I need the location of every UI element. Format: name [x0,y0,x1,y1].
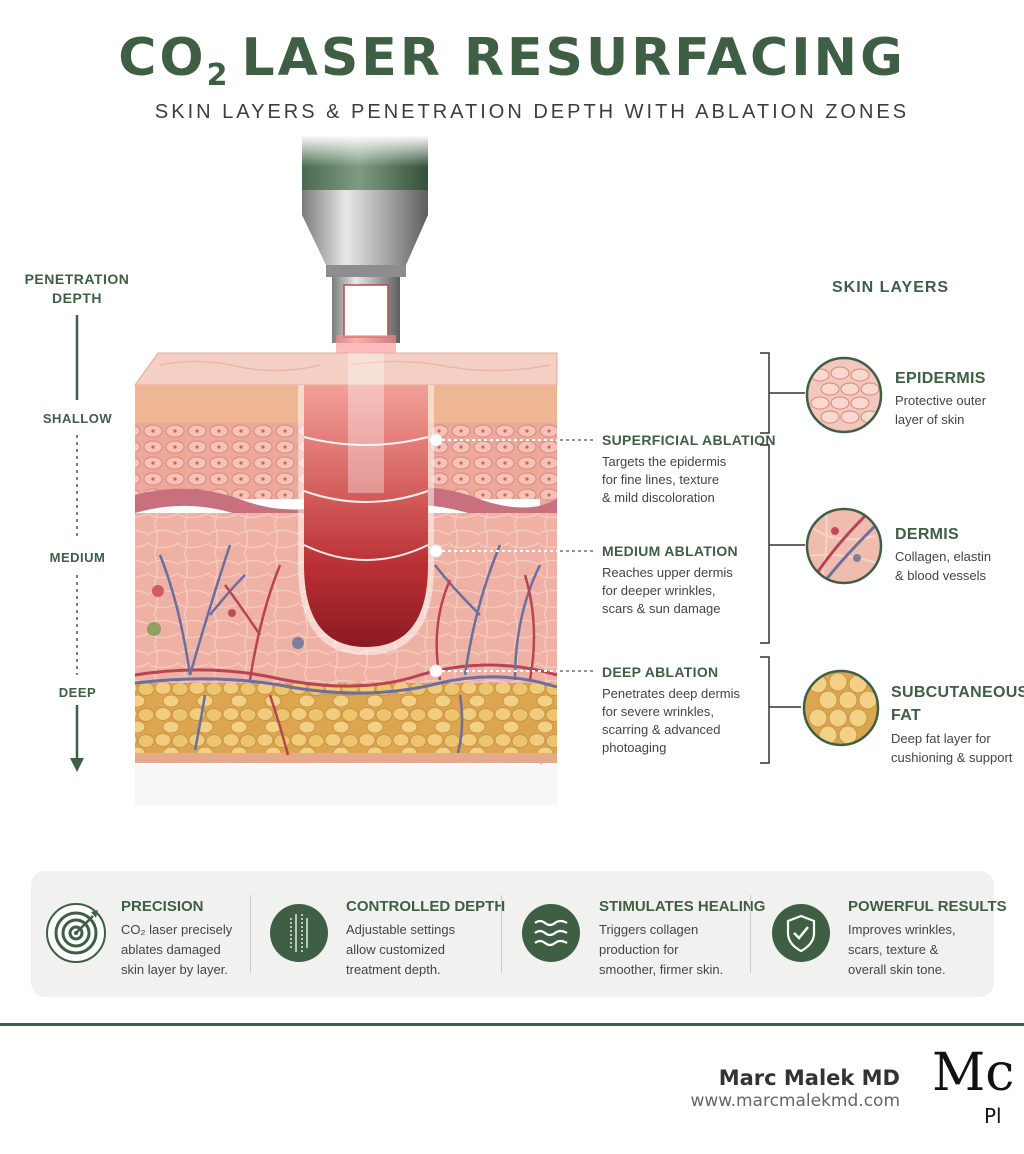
depth-arrow-icon [70,315,84,772]
waves-icon [522,904,580,962]
depth-level-shallow: SHALLOW [42,411,113,426]
skin-layers-heading: SKIN LAYERS [832,279,950,296]
depth-axis-heading: PENETRATION DEPTH [24,271,130,306]
skin-cross-section-illustration [134,135,558,805]
benefit-title: CONTROLLED DEPTH [346,898,506,915]
benefit-title: POWERFUL RESULTS [848,898,1007,915]
depth-lines-icon [270,904,328,962]
ablation-title-deep: DEEP ABLATION [602,664,719,680]
target-icon [46,903,106,963]
page-subtitle: SKIN LAYERS & PENETRATION DEPTH WITH ABL… [154,101,910,123]
benefit-divider [250,895,251,973]
benefit-divider [750,895,751,973]
layer-title-epidermis: EPIDERMIS [895,370,986,387]
footer-divider [0,1023,1024,1026]
footer-name: Marc Malek MD [718,1066,900,1090]
skin-layer-brackets [760,352,805,764]
layer-title-dermis: DERMIS [895,526,960,543]
ablation-leader-lines [429,433,595,678]
dermis-icon [805,507,883,585]
brand-logo: Mc Pl [932,1043,1015,1128]
benefit-title: PRECISION [121,898,204,915]
depth-level-medium: MEDIUM [49,550,106,565]
benefit-divider [501,895,502,973]
depth-level-deep: DEEP [58,685,97,700]
benefit-title: STIMULATES HEALING [599,898,766,915]
epidermis-icon [805,356,883,434]
benefit-powerful-results: POWERFUL RESULTS Improves wrinkles,scars… [771,871,1007,997]
ablation-title-superficial: SUPERFICIAL ABLATION [602,432,776,448]
ablation-title-medium: MEDIUM ABLATION [602,543,738,559]
benefit-desc: Improves wrinkles,scars, texture &overal… [848,922,956,977]
subcutaneous-fat-icon [802,669,880,747]
shield-check-icon [772,904,830,962]
layer-desc-dermis: Collagen, elastin& blood vessels [895,549,992,583]
footer-url-link[interactable]: www.marcmalekmd.com [690,1091,900,1111]
